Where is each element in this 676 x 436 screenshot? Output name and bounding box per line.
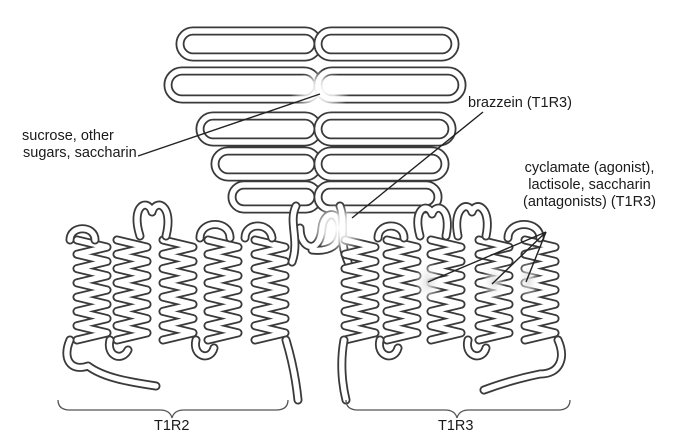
T1R3-tm1-tail: [342, 340, 346, 400]
vft-lobe-right-3: [318, 151, 445, 177]
T1R3-helix-2: [387, 240, 417, 340]
cyclamate-label: cyclamate (agonist), lactisole, sacchari…: [523, 160, 656, 211]
brazzein-site-glow: [308, 204, 368, 252]
sugar-site-glow: [290, 70, 350, 114]
sugars-label-line2: sugars, saccharin: [22, 145, 137, 162]
vft-lobe-left-0: [180, 31, 318, 57]
T1R3-loop-3: [457, 207, 488, 236]
T1R3-c-tail: [484, 340, 561, 390]
T1R2-loop-4: [245, 226, 272, 238]
T1R2-helix-4: [208, 240, 238, 340]
t1r3-label: T1R3: [438, 418, 473, 435]
t1r2-brace: [58, 400, 288, 418]
sugars-label: sucrose, other sugars, saccharin: [22, 128, 137, 162]
vft-lobe-right-0: [318, 31, 455, 57]
brazzein-leader: [352, 112, 483, 218]
cyclamate-label-line2: lactisole, saccharin: [523, 177, 656, 194]
subunit-braces: [58, 400, 570, 418]
tmd-site-3: [516, 260, 540, 300]
T1R2-loop-3: [200, 225, 230, 239]
T1R3-loop-2: [418, 208, 448, 236]
T1R2-helix-1: [77, 240, 107, 340]
T1R2-helix-5: [255, 240, 285, 340]
cyclamate-label-line1: cyclamate (agonist),: [523, 160, 656, 177]
vft-lobe-right-2: [318, 116, 452, 142]
linker-left: [292, 206, 296, 262]
T1R2-loop-2: [137, 205, 168, 236]
T1R3-helix-1: [345, 240, 375, 340]
T1R2-tm7-tail: [286, 340, 298, 400]
T1R3-loop-1: [378, 226, 404, 238]
t1r3-brace: [346, 400, 570, 418]
brazzein-label: brazzein (T1R3): [468, 95, 572, 112]
cyclamate-label-line3: (antagonists) (T1R3): [523, 194, 656, 211]
vft-lobe-left-4: [232, 185, 318, 209]
sugars-label-line1: sucrose, other: [22, 128, 137, 145]
T1R2-helix-2: [117, 240, 147, 340]
t1r2-label: T1R2: [154, 418, 189, 435]
vft-lobe-left-3: [215, 151, 318, 177]
T1R2-helix-3: [163, 240, 193, 340]
